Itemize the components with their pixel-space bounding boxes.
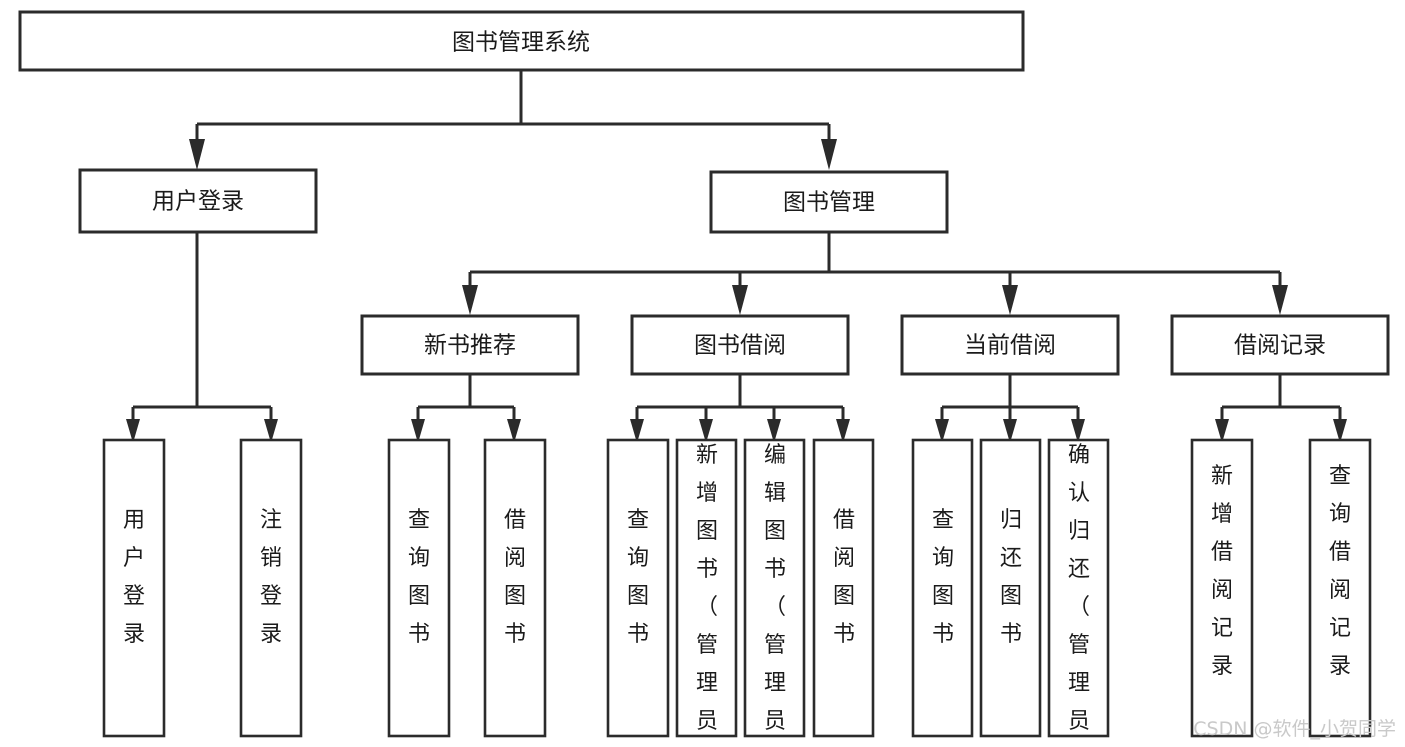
leaf-edit-book-box[interactable] (743, 438, 806, 738)
leaf-confirm-return-box[interactable] (1047, 438, 1110, 738)
leaf-confirm-return[interactable]: 确认归还（管理员） (1047, 438, 1110, 747)
arrow-to-leaf-borrow-book-2 (836, 419, 850, 443)
arrow-to-borrow-record (1272, 285, 1288, 315)
leaf-user-login-label: 用户登录 (123, 508, 145, 647)
leaf-query-book-3-label: 查询图书 (932, 508, 954, 647)
edge-group-book-manage-to-level3 (462, 232, 1288, 315)
leaf-borrow-book-2-label: 借阅图书 (833, 508, 855, 647)
node-root-box[interactable] (18, 10, 1025, 72)
node-borrow-record-box[interactable] (1170, 314, 1390, 376)
leaf-user-login[interactable]: 用户登录 (102, 438, 166, 738)
leaf-query-book-2-box[interactable] (606, 438, 670, 738)
leaf-logout-login-box[interactable] (239, 438, 303, 738)
edge-group-current-borrow-to-leaves (935, 375, 1085, 443)
leaf-add-book-label: 新增图书（管理员） (696, 443, 718, 747)
leaf-logout-login[interactable]: 注销登录 (239, 438, 303, 738)
node-current-borrow[interactable]: 当前借阅 (900, 314, 1120, 376)
leaf-query-book-3-box[interactable] (911, 438, 974, 738)
node-book-manage[interactable]: 图书管理 (709, 170, 949, 234)
leaf-return-book-box[interactable] (979, 438, 1042, 738)
leaf-confirm-return-label: 确认归还（管理员） (1068, 443, 1090, 747)
node-user-login[interactable]: 用户登录 (78, 168, 318, 234)
arrow-to-book-manage (821, 139, 837, 170)
leaf-borrow-book-1[interactable]: 借阅图书 (483, 438, 547, 738)
arrow-to-leaf-query-record (1333, 419, 1347, 443)
leaf-query-record-label: 查询借阅记录 (1329, 464, 1351, 679)
leaf-edit-book-label: 编辑图书（管理员） (764, 443, 786, 747)
leaf-logout-login-label: 注销登录 (260, 508, 282, 647)
arrow-to-leaf-return-book (1003, 419, 1017, 443)
edge-group-book-borrow-to-leaves (630, 375, 850, 443)
leaf-query-book-3[interactable]: 查询图书 (911, 438, 974, 738)
leaf-user-login-box[interactable] (102, 438, 166, 738)
node-borrow-record[interactable]: 借阅记录 (1170, 314, 1390, 376)
leaf-add-book-box[interactable] (675, 438, 738, 738)
leaf-query-book-1-label: 查询图书 (408, 508, 430, 647)
arrow-to-current-borrow (1002, 285, 1018, 315)
node-book-borrow-box[interactable] (630, 314, 850, 376)
leaf-borrow-book-1-box[interactable] (483, 438, 547, 738)
node-new-book-rec-label: 新书推荐 (424, 333, 516, 359)
arrow-to-leaf-confirm-return (1071, 419, 1085, 443)
arrow-to-leaf-edit-book (767, 419, 781, 443)
leaf-return-book-label: 归还图书 (1000, 508, 1022, 647)
leaf-borrow-book-1-label: 借阅图书 (504, 508, 526, 647)
arrow-to-leaf-query-book-1 (411, 419, 425, 443)
edge-group-new-book-rec-to-leaves (411, 375, 521, 443)
node-book-manage-label: 图书管理 (783, 190, 875, 216)
arrow-to-leaf-logout (264, 419, 278, 443)
leaf-edit-book[interactable]: 编辑图书（管理员） (743, 438, 806, 747)
node-user-login-box[interactable] (78, 168, 318, 234)
leaf-add-record[interactable]: 新增借阅记录 (1190, 438, 1254, 738)
node-current-borrow-box[interactable] (900, 314, 1120, 376)
arrow-to-book-borrow (732, 285, 748, 315)
node-current-borrow-label: 当前借阅 (964, 333, 1056, 359)
node-user-login-label: 用户登录 (152, 189, 244, 215)
leaf-query-record-box[interactable] (1308, 438, 1372, 738)
edge-group-root-to-level2 (189, 70, 837, 170)
edge-group-borrow-record-to-leaves (1215, 375, 1347, 443)
leaf-add-book[interactable]: 新增图书（管理员） (675, 438, 738, 747)
node-book-borrow[interactable]: 图书借阅 (630, 314, 850, 376)
leaf-add-record-label: 新增借阅记录 (1211, 464, 1233, 679)
leaf-query-book-2-label: 查询图书 (627, 508, 649, 647)
node-root[interactable]: 图书管理系统 (18, 10, 1025, 72)
arrow-to-leaf-query-book-2 (630, 419, 644, 443)
node-borrow-record-label: 借阅记录 (1234, 333, 1326, 359)
leaf-add-record-box[interactable] (1190, 438, 1254, 738)
csdn-watermark: CSDN @软件_小贺同学 (1193, 718, 1396, 740)
arrow-to-leaf-user-login (126, 419, 140, 443)
arrow-to-new-book-rec (462, 285, 478, 315)
leaf-query-book-2[interactable]: 查询图书 (606, 438, 670, 738)
arrow-to-leaf-add-book (699, 419, 713, 443)
node-new-book-rec-box[interactable] (360, 314, 580, 376)
node-book-borrow-label: 图书借阅 (694, 333, 786, 359)
node-book-manage-box[interactable] (709, 170, 949, 234)
leaf-borrow-book-2[interactable]: 借阅图书 (812, 438, 875, 738)
node-root-label: 图书管理系统 (452, 30, 590, 56)
leaf-borrow-book-2-box[interactable] (812, 438, 875, 738)
arrow-to-leaf-borrow-book-1 (507, 419, 521, 443)
edge-group-user-login-to-leaves (126, 232, 278, 443)
node-new-book-rec[interactable]: 新书推荐 (360, 314, 580, 376)
arrow-to-leaf-add-record (1215, 419, 1229, 443)
leaf-query-book-1-box[interactable] (387, 438, 451, 738)
leaf-query-book-1[interactable]: 查询图书 (387, 438, 451, 738)
arrow-to-user-login (189, 139, 205, 170)
leaf-return-book[interactable]: 归还图书 (979, 438, 1042, 738)
arrow-to-leaf-query-book-3 (935, 419, 949, 443)
leaf-query-record[interactable]: 查询借阅记录 (1308, 438, 1372, 738)
